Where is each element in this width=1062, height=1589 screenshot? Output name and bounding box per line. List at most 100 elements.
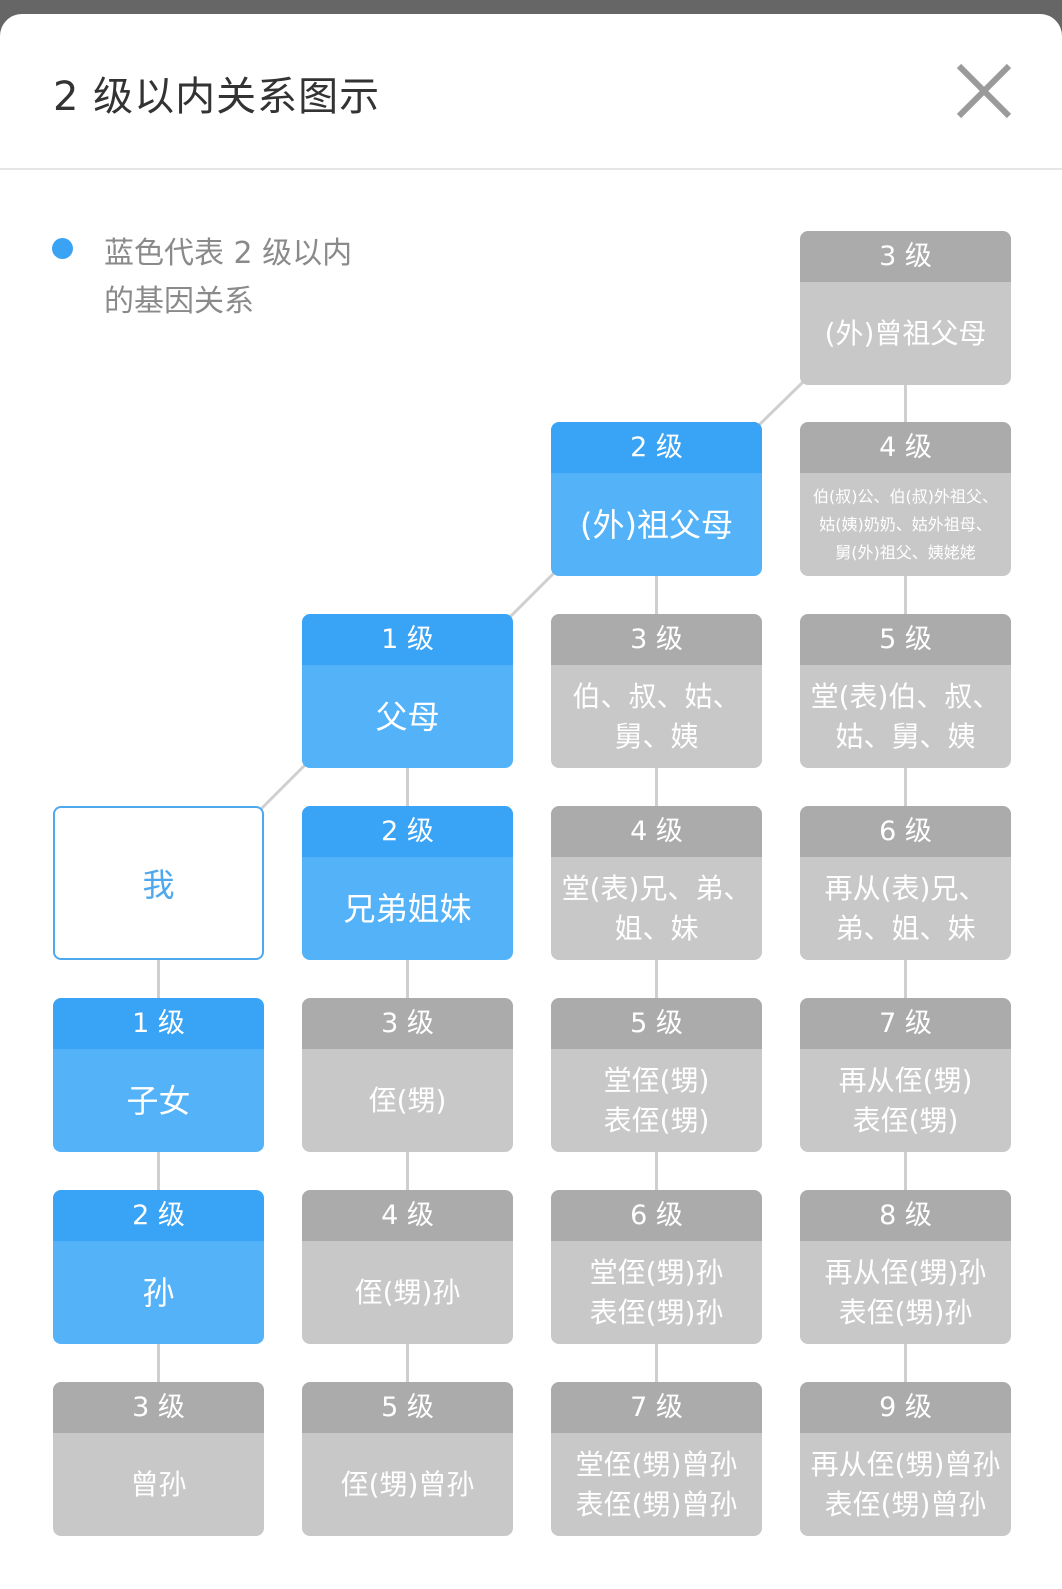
relation-level: 3 级 — [551, 614, 762, 665]
relation-level: 9 级 — [800, 1382, 1011, 1433]
relation-box: 7 级堂侄(甥)曾孙表侄(甥)曾孙 — [551, 1382, 762, 1536]
relation-name: 侄(甥) — [368, 1083, 447, 1117]
relation-box: 2 级兄弟姐妹 — [302, 806, 513, 960]
relation-box: 3 级侄(甥) — [302, 998, 513, 1152]
diagonal-connector — [507, 570, 557, 620]
relation-name: 兄弟姐妹 — [343, 889, 472, 928]
relation-box: 5 级侄(甥)曾孙 — [302, 1382, 513, 1536]
relation-level: 1 级 — [53, 998, 264, 1049]
relation-box: 1 级父母 — [302, 614, 513, 768]
relation-box: 4 级侄(甥)孙 — [302, 1190, 513, 1344]
self-box: 我 — [53, 806, 264, 960]
relation-body: 伯、叔、姑、舅、姨 — [551, 665, 762, 768]
relation-name: 伯(叔)公、伯(叔)外祖父、 — [813, 486, 998, 506]
relation-box: 1 级子女 — [53, 998, 264, 1152]
relation-name: 再从侄(甥) — [838, 1063, 973, 1097]
relation-box: 4 级伯(叔)公、伯(叔)外祖父、姑(姨)奶奶、姑外祖母、舅(外)祖父、姨姥姥 — [800, 422, 1011, 576]
relation-box: 8 级再从侄(甥)孙表侄(甥)孙 — [800, 1190, 1011, 1344]
relation-name: 表侄(甥)曾孙 — [824, 1487, 987, 1521]
legend-dot-icon — [52, 238, 73, 259]
relation-level: 3 级 — [53, 1382, 264, 1433]
relation-name: 侄(甥)曾孙 — [340, 1467, 475, 1501]
relation-level: 1 级 — [302, 614, 513, 665]
relation-name: 再从侄(甥)孙 — [824, 1255, 987, 1289]
relation-level: 4 级 — [800, 422, 1011, 473]
relation-body: 再从侄(甥)孙表侄(甥)孙 — [800, 1241, 1011, 1344]
relation-box: 5 级堂侄(甥)表侄(甥) — [551, 998, 762, 1152]
relation-level: 2 级 — [551, 422, 762, 473]
relation-name: 表侄(甥) — [603, 1103, 710, 1137]
diagonal-connector — [756, 379, 806, 428]
relation-body: 曾孙 — [53, 1433, 264, 1536]
relation-name: 堂侄(甥)曾孙 — [575, 1447, 738, 1481]
relation-name: (外)祖父母 — [580, 505, 733, 544]
relation-level: 5 级 — [302, 1382, 513, 1433]
close-icon[interactable] — [955, 62, 1013, 120]
relation-body: 再从(表)兄、弟、姐、妹 — [800, 857, 1011, 960]
relation-body: 堂侄(甥) 表侄(甥) — [551, 1049, 762, 1152]
legend-line-1: 蓝色代表 2 级以内 — [104, 236, 353, 271]
relation-box: 2 级 (外)祖父母 — [551, 422, 762, 576]
relation-box: 3 级(外)曾祖父母 — [800, 231, 1011, 385]
relation-level: 2 级 — [302, 806, 513, 857]
relation-name: 伯、叔、姑、 — [572, 679, 741, 713]
relation-name: 侄(甥)孙 — [354, 1275, 461, 1309]
legend-line-2: 的基因关系 — [104, 284, 254, 319]
relation-box: 7 级再从侄(甥) 表侄(甥) — [800, 998, 1011, 1152]
relation-name: 孙 — [142, 1273, 175, 1312]
relation-name: 我 — [142, 866, 175, 904]
relation-body: 堂侄(甥)孙表侄(甥)孙 — [551, 1241, 762, 1344]
relation-body: 孙 — [53, 1241, 264, 1344]
relation-body: 再从侄(甥)曾孙表侄(甥)曾孙 — [800, 1433, 1011, 1536]
relation-level: 4 级 — [551, 806, 762, 857]
relation-level: 3 级 — [800, 231, 1011, 282]
relation-name: 堂侄(甥) — [603, 1063, 710, 1097]
relation-level: 3 级 — [302, 998, 513, 1049]
relation-name: 曾孙 — [130, 1467, 187, 1501]
relation-body: 兄弟姐妹 — [302, 857, 513, 960]
relation-box: 3 级曾孙 — [53, 1382, 264, 1536]
legend-text: 蓝色代表 2 级以内 的基因关系 — [104, 230, 352, 326]
relation-body: 侄(甥)孙 — [302, 1241, 513, 1344]
relation-body: 堂侄(甥)曾孙表侄(甥)曾孙 — [551, 1433, 762, 1536]
relation-level: 6 级 — [800, 806, 1011, 857]
relation-body: 堂(表)兄、弟、姐、妹 — [551, 857, 762, 960]
relation-name: 堂(表)兄、弟、 — [561, 871, 752, 905]
relation-body: 侄(甥) — [302, 1049, 513, 1152]
relation-level: 2 级 — [53, 1190, 264, 1241]
relation-name: 舅、姨 — [614, 719, 699, 753]
relation-body: 伯(叔)公、伯(叔)外祖父、姑(姨)奶奶、姑外祖母、舅(外)祖父、姨姥姥 — [800, 473, 1011, 576]
relation-body: 再从侄(甥) 表侄(甥) — [800, 1049, 1011, 1152]
relation-name: 姐、妹 — [614, 911, 699, 945]
relation-name: 姑(姨)奶奶、姑外祖母、 — [819, 514, 992, 534]
relation-name: 再从(表)兄、 — [824, 871, 987, 905]
relation-name: 父母 — [375, 697, 440, 736]
relation-level: 7 级 — [800, 998, 1011, 1049]
diagonal-connector — [258, 762, 308, 812]
relation-level: 8 级 — [800, 1190, 1011, 1241]
relation-name: 舅(外)祖父、姨姥姥 — [835, 542, 976, 562]
relation-box: 9 级再从侄(甥)曾孙表侄(甥)曾孙 — [800, 1382, 1011, 1536]
relation-name: 表侄(甥)孙 — [589, 1295, 724, 1329]
header-divider — [0, 168, 1062, 170]
relation-box: 6 级堂侄(甥)孙表侄(甥)孙 — [551, 1190, 762, 1344]
relation-body: 子女 — [53, 1049, 264, 1152]
relation-body: 堂(表)伯、叔、姑、舅、姨 — [800, 665, 1011, 768]
relation-body: (外)曾祖父母 — [800, 282, 1011, 385]
relation-level: 5 级 — [800, 614, 1011, 665]
relation-name: 弟、姐、妹 — [835, 911, 976, 945]
relation-name: 堂(表)伯、叔、 — [810, 679, 1001, 713]
relation-name: 子女 — [126, 1081, 191, 1120]
relation-level: 7 级 — [551, 1382, 762, 1433]
relation-name: 姑、舅、姨 — [835, 719, 976, 753]
relation-box: 6 级再从(表)兄、弟、姐、妹 — [800, 806, 1011, 960]
relation-box: 2 级孙 — [53, 1190, 264, 1344]
dialog-title: 2 级以内关系图示 — [53, 74, 381, 120]
relation-name: 表侄(甥) — [852, 1103, 959, 1137]
relation-body: (外)祖父母 — [551, 473, 762, 576]
relation-name: 堂侄(甥)孙 — [589, 1255, 724, 1289]
relation-box: 3 级伯、叔、姑、舅、姨 — [551, 614, 762, 768]
relation-box: 4 级堂(表)兄、弟、姐、妹 — [551, 806, 762, 960]
relation-level: 4 级 — [302, 1190, 513, 1241]
relation-box: 5 级堂(表)伯、叔、姑、舅、姨 — [800, 614, 1011, 768]
